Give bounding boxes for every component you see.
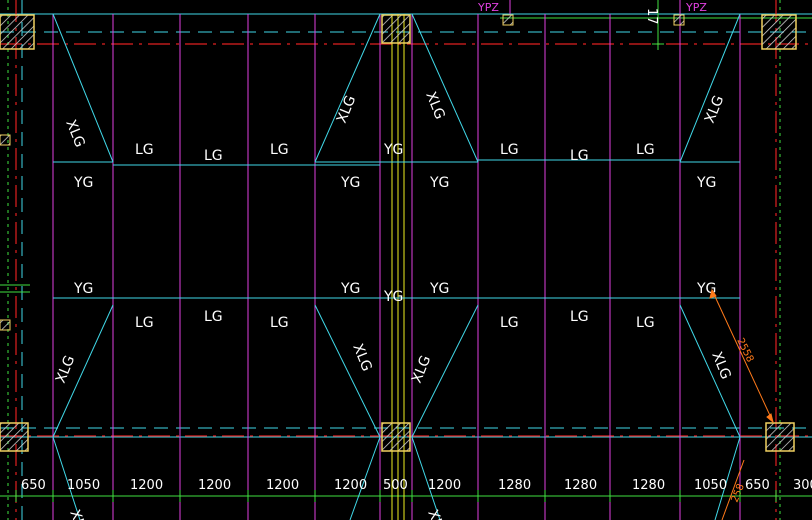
yg-label: YG <box>429 175 449 191</box>
dimension-text: 1200 <box>334 478 367 493</box>
small-column-left-2 <box>0 319 11 331</box>
dimension-text: 1280 <box>498 478 531 493</box>
dimension-text: 1200 <box>198 478 231 493</box>
dimension-text: 1200 <box>266 478 299 493</box>
horizontal-beams <box>53 159 740 299</box>
column-bottom-right <box>765 422 795 452</box>
dimension-text: 500 <box>383 478 408 493</box>
top-tags: YPZ YPZ 17 <box>477 1 707 25</box>
yg-label: YG <box>696 175 716 191</box>
dimension-text: 1200 <box>130 478 163 493</box>
magenta-column-lines <box>52 0 741 520</box>
xlg-label: XLG <box>334 93 359 125</box>
column-top-center <box>381 14 411 44</box>
lg-labels: LG LG LG LG LG LG LG LG LG LG LG LG <box>135 142 655 331</box>
lg-label: LG <box>135 315 154 331</box>
lg-label: LG <box>636 142 655 158</box>
xlg-label: XLG <box>62 118 87 150</box>
yg-label: YG <box>73 175 93 191</box>
lg-label: LG <box>135 142 154 158</box>
lg-label: LG <box>570 309 589 325</box>
yg-labels: YG YG YG YG YG YG YG YG YG YG <box>73 142 716 305</box>
dimension-text: 650 <box>745 478 770 493</box>
outer-frame <box>0 13 812 438</box>
crosshair-cursor <box>652 38 664 50</box>
hatched-columns <box>0 14 797 452</box>
lg-label: LG <box>500 315 519 331</box>
ypz-tag-2: YPZ <box>685 1 707 14</box>
yg-label: YG <box>340 175 360 191</box>
lg-label: LG <box>270 315 289 331</box>
column-bottom-left <box>0 422 29 452</box>
column-top-left <box>0 14 35 50</box>
xlg-label: XLG <box>422 90 447 122</box>
dimension-text: 1050 <box>67 478 100 493</box>
dimension-text: 300 <box>793 478 812 493</box>
xlg-label: XLG <box>53 353 78 385</box>
diagonal-beams <box>52 13 741 520</box>
yg-label: YG <box>429 281 449 297</box>
xlg-label: XLG <box>66 508 91 520</box>
column-top-right <box>761 14 797 50</box>
column-bottom-center <box>381 422 411 452</box>
dimension-text: 650 <box>21 478 46 493</box>
dimension-text: 1200 <box>428 478 461 493</box>
lg-label: LG <box>500 142 519 158</box>
small-column-top-1 <box>502 14 514 26</box>
yg-label: YG <box>73 281 93 297</box>
dimension-text: 1050 <box>694 478 727 493</box>
dimension-row: 650 1050 1200 1200 1200 1200 500 1200 12… <box>21 478 812 493</box>
lg-label: LG <box>570 148 589 164</box>
lg-label: LG <box>204 309 223 325</box>
yg-label: YG <box>383 142 403 158</box>
xlg-labels: XLG XLG XLG XLG XLG XLG XLG XLG XLG XLG <box>53 90 734 520</box>
yg-label: YG <box>340 281 360 297</box>
dimension-text: 1280 <box>564 478 597 493</box>
top-partial-dimension: 17 <box>644 8 659 25</box>
small-column-top-2 <box>673 14 685 26</box>
diagonal-dimension-text: 2558 <box>734 336 755 364</box>
yg-label: YG <box>383 289 403 305</box>
xlg-label: XLG <box>708 350 733 382</box>
xlg-label: XLG <box>409 353 434 385</box>
xlg-label: XLG <box>349 342 374 374</box>
lg-label: LG <box>270 142 289 158</box>
xlg-label: XLG <box>424 508 449 520</box>
dimension-text: 1280 <box>632 478 665 493</box>
ypz-tag-1: YPZ <box>477 1 499 14</box>
dimension-ticks <box>15 490 777 502</box>
lg-label: LG <box>204 148 223 164</box>
lg-label: LG <box>636 315 655 331</box>
orange-diagonal-dimension <box>709 288 774 520</box>
small-column-left-1 <box>0 134 11 146</box>
